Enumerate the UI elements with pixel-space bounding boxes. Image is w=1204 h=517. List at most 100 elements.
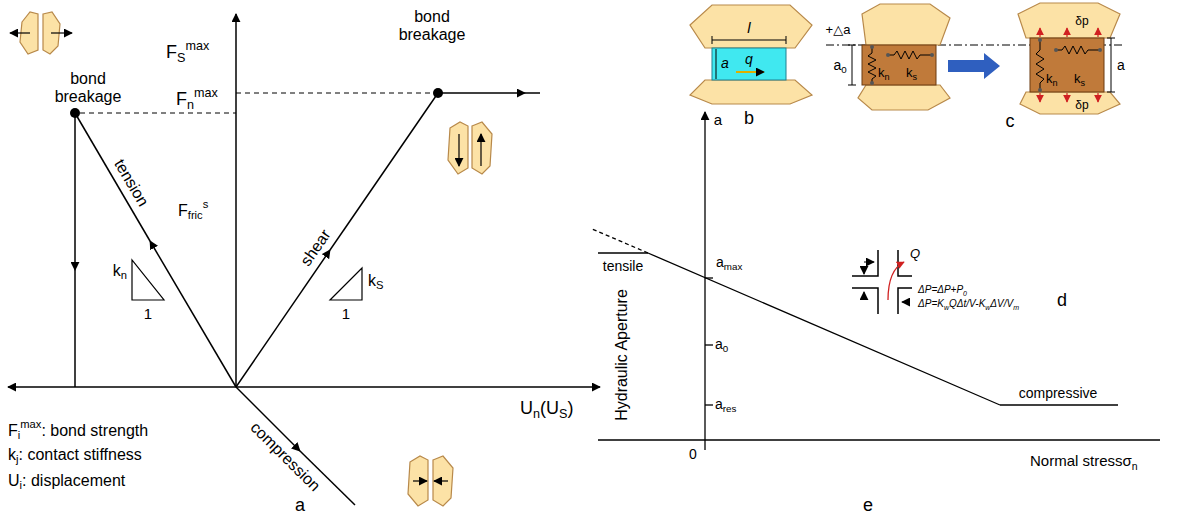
bond-blocks [862,38,1104,92]
label-text: (U [540,398,559,418]
label-line: Hydraulic Aperture [613,289,631,421]
label-text: a [721,55,729,71]
label-text: max [724,261,743,272]
label-line: δp [1075,15,1088,29]
axes [8,14,600,387]
label-text: U [8,472,20,489]
grains-c [858,3,1120,114]
label-text: Q [910,246,920,261]
label-text: n [121,269,127,281]
label-text: c [1006,111,1015,131]
label-line: q [745,51,753,67]
label-text: max [20,418,41,430]
aperture-curve [1000,404,1118,405]
label-line: 1 [342,305,350,322]
spring-ends [1054,48,1058,52]
label-text: s [203,198,209,210]
label-text: n [533,407,540,421]
label-line: Ui: displacement [8,472,125,492]
label-line: ks [906,66,917,82]
label-text: s [1081,78,1086,88]
spring-ends [870,38,1102,92]
label-line: +△a [826,23,851,38]
label-text: tension [111,156,152,209]
breakage-points [433,88,443,98]
label-text: F [166,42,177,62]
spring-ends [1098,48,1102,52]
label-line: a [295,495,305,516]
label-text: k [906,65,913,80]
pressure-arrows [1039,28,1040,37]
label-text: k [8,446,16,463]
dimension-lines-b [712,36,713,44]
label-line: Ffrics [178,198,208,222]
icon-arrows [51,32,72,33]
label-line: Q [910,247,920,262]
junction-walls [852,288,878,314]
axes [235,14,237,387]
label-text: F [178,202,188,219]
label-text: Hydraulic Aperture [613,289,630,421]
grain-icons [472,122,492,174]
grain-icons [20,12,492,506]
label-text: F [176,89,187,109]
spring-ends [886,53,890,57]
label-line: ΔP=ΔP+P0 [918,284,967,297]
label-line: 1 [144,305,152,322]
label-text: QΔt/V-K [949,298,985,309]
label-text: compressive [1019,385,1098,401]
wall-stress-arrows [864,262,910,302]
label-line: compression [246,419,323,496]
label-text: max [194,86,218,100]
label-line: a0 [715,336,728,354]
label-text: i [18,429,21,441]
springs [868,47,876,83]
wall-stress-arrows [864,262,874,263]
constitutive-lines [150,241,236,387]
breakage-points [70,88,443,118]
label-text: fric [188,209,203,221]
icon-arrows [458,134,459,166]
label-line: bond breakage [392,8,472,45]
label-text: n [187,98,194,112]
springs [868,40,1100,90]
label-text: 0 [841,64,846,75]
spring-ends [1038,88,1042,92]
label-line: 0 [689,446,697,462]
label-line: bond breakage [48,70,128,107]
label-line: kS [368,272,383,292]
axes-e [705,344,713,345]
icon-arrows [413,480,427,481]
stiffness-triangles [132,260,362,300]
label-text: k [878,65,885,80]
springs [1056,46,1100,54]
spring-ends [1038,38,1042,42]
grains-c [1018,3,1120,38]
spring-ends [870,45,874,49]
label-text: a [295,495,305,515]
label-line: amax [716,254,742,272]
label-text: +△a [826,22,851,37]
aperture-curve [598,252,648,253]
label-line: Un(US) [520,398,573,421]
label-line: FSmax [166,39,209,65]
label-line: d [1057,290,1067,311]
dimension-lines-b [712,36,786,79]
axes-e [704,112,705,450]
axes-e [598,112,1160,450]
dimension-lines-b [712,40,786,41]
icon-arrows [10,33,481,481]
label-text: tensile [603,258,643,274]
label-line: b [744,108,754,129]
grains-c [1020,92,1120,114]
label-text: Normal stress [1030,452,1123,469]
label-text: w [985,304,990,311]
label-text: s [913,72,918,82]
grains-c [858,85,950,110]
flow-arrow [736,71,764,73]
label-text: 0 [963,290,967,297]
label-line: kn [113,262,127,282]
label-text: q [745,51,753,67]
constitutive-lines [330,93,438,250]
label-text: b [744,108,754,128]
